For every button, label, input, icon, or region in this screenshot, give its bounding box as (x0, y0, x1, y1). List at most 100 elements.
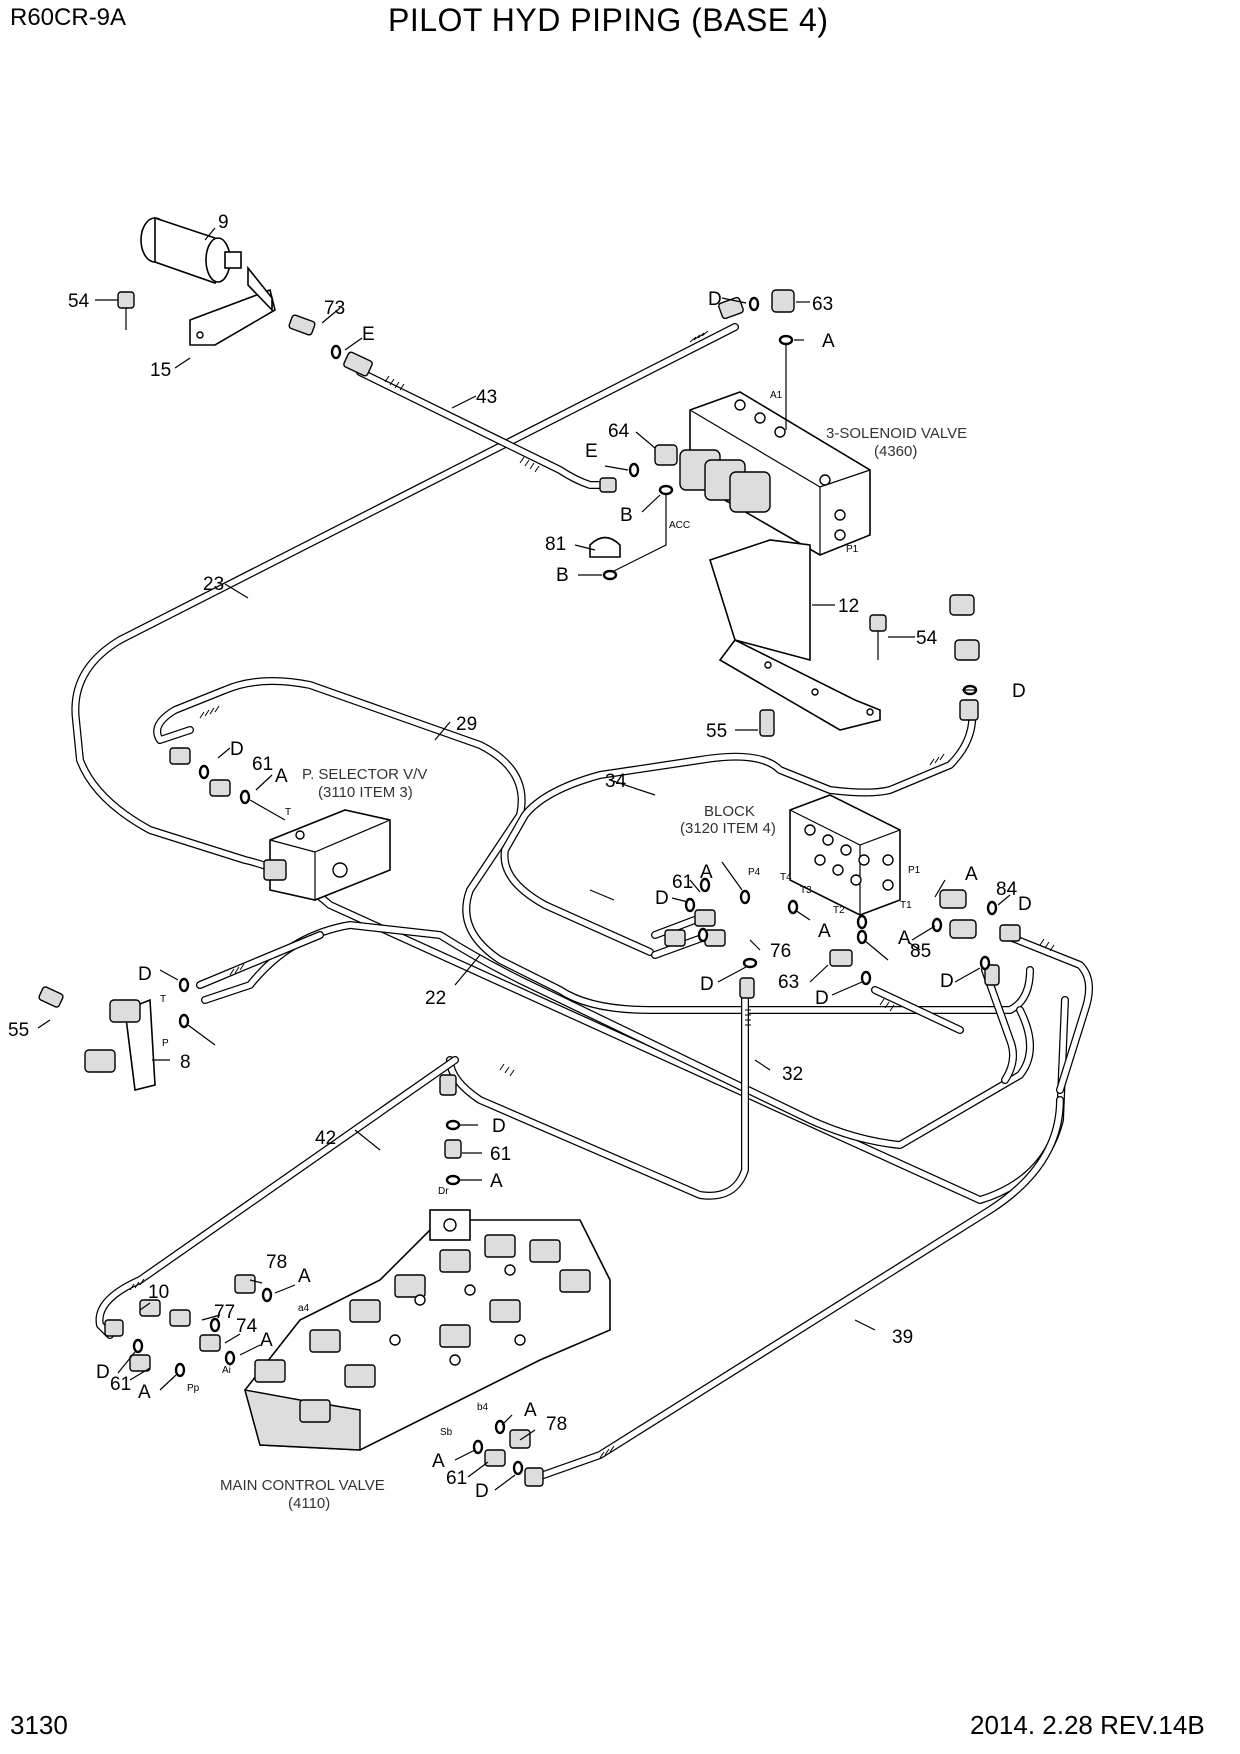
solenoid-valve-body (679, 391, 871, 556)
callout-39: 39 (892, 1327, 913, 1348)
callout-34: 34 (605, 771, 627, 792)
callout-8: 8 (180, 1052, 191, 1073)
callout-32: 32 (782, 1064, 803, 1085)
port-labels: A1 ACC P1 T P4 T4 T3 T2 P1 T1 T P Dr a4 … (160, 390, 921, 1438)
callout-43: 43 (476, 387, 497, 408)
callout-76: 76 (770, 941, 791, 962)
callout-E: E (585, 441, 598, 462)
callouts: 9 54 15 73 E 43 D 63 A 64 E B 81 B 23 12… (8, 212, 1032, 1502)
callout-D: D (138, 964, 152, 985)
callout-78: 78 (266, 1252, 287, 1273)
callout-A: A (700, 862, 713, 883)
callout-63: 63 (778, 972, 799, 993)
model-code: R60CR-9A (10, 4, 127, 31)
callout-54: 54 (68, 291, 90, 312)
component-captions: 3-SOLENOID VALVE (4360) P. SELECTOR V/V … (220, 425, 967, 1512)
solenoid-bracket-12 (709, 539, 881, 731)
callout-D: D (708, 289, 722, 310)
callout-B: B (556, 565, 569, 586)
p-selector-name: P. SELECTOR V/V (302, 766, 427, 783)
callout-29: 29 (456, 714, 477, 735)
callout-61: 61 (446, 1468, 467, 1489)
port-label: T (285, 807, 291, 818)
callout-A: A (275, 766, 288, 787)
callout-55: 55 (8, 1020, 29, 1041)
callout-64: 64 (608, 421, 630, 442)
block-name: BLOCK (704, 803, 755, 820)
hose-block-right (871, 931, 1093, 1094)
callout-61: 61 (252, 754, 273, 775)
callout-73: 73 (324, 298, 345, 319)
callout-42: 42 (315, 1128, 336, 1149)
callout-A: A (818, 921, 831, 942)
revision-date: 2014. 2.28 REV.14B (970, 1710, 1205, 1740)
callout-74: 74 (236, 1316, 258, 1337)
accumulator (140, 216, 242, 284)
port-label: b4 (477, 1402, 489, 1413)
callout-D: D (940, 971, 954, 992)
port-label: a4 (298, 1303, 310, 1314)
hose-39 (531, 1096, 1064, 1482)
port-label: Sb (440, 1427, 453, 1438)
port-label: A1 (770, 390, 783, 401)
callout-54: 54 (916, 628, 938, 649)
callout-12: 12 (838, 596, 859, 617)
port-label: T (160, 994, 166, 1005)
callout-A: A (524, 1400, 537, 1421)
callout-A: A (432, 1451, 445, 1472)
callout-A: A (260, 1330, 273, 1351)
callout-61: 61 (110, 1374, 131, 1395)
port-label: T2 (833, 905, 845, 916)
callout-A: A (138, 1382, 151, 1403)
port-label: P (162, 1038, 169, 1049)
callout-61: 61 (490, 1144, 511, 1165)
accumulator-bracket (189, 265, 276, 346)
callout-A: A (822, 331, 835, 352)
solenoid-valve-name: 3-SOLENOID VALVE (826, 425, 967, 442)
callout-A: A (298, 1266, 311, 1287)
port-label: ACC (669, 520, 690, 531)
callout-9: 9 (218, 212, 229, 233)
callout-D: D (815, 988, 829, 1009)
main-control-valve (244, 1209, 611, 1451)
p-selector-valve (263, 809, 391, 901)
leader-lines (37, 227, 1011, 1491)
hose-end-hatching (129, 330, 1055, 1459)
callout-63: 63 (812, 294, 833, 315)
callout-A: A (898, 928, 911, 949)
block-ref: (3120 ITEM 4) (680, 820, 776, 837)
callout-B: B (620, 505, 633, 526)
callout-D: D (96, 1362, 110, 1383)
p-selector-ref: (3110 ITEM 3) (318, 784, 413, 801)
callout-15: 15 (150, 360, 171, 381)
callout-D: D (475, 1481, 489, 1502)
callout-23: 23 (203, 574, 224, 595)
hose-left-fittings (196, 914, 714, 989)
page-title: PILOT HYD PIPING (BASE 4) (388, 2, 829, 38)
port-label: P1 (908, 865, 921, 876)
page-number: 3130 (10, 1710, 68, 1740)
hoses (71, 323, 1093, 1482)
callout-61: 61 (672, 872, 693, 893)
port-label: P4 (748, 867, 761, 878)
port-label: T1 (900, 900, 912, 911)
port-label: Pp (187, 1383, 200, 1394)
callout-84: 84 (996, 879, 1018, 900)
o-rings (132, 296, 998, 1476)
callout-D: D (492, 1116, 506, 1137)
callout-A: A (490, 1171, 503, 1192)
main-control-valve-name: MAIN CONTROL VALVE (220, 1477, 385, 1494)
callout-85: 85 (910, 941, 931, 962)
callout-D: D (1018, 894, 1032, 915)
callout-D: D (655, 888, 669, 909)
callout-E: E (362, 324, 375, 345)
callout-10: 10 (148, 1282, 169, 1303)
manifold-block (789, 794, 901, 916)
callout-77: 77 (214, 1302, 235, 1323)
hose-43 (356, 368, 614, 489)
solenoid-valve-ref: (4360) (874, 443, 917, 460)
hose-42 (95, 1056, 459, 1339)
port-label: T4 (780, 872, 792, 883)
callout-D: D (700, 974, 714, 995)
